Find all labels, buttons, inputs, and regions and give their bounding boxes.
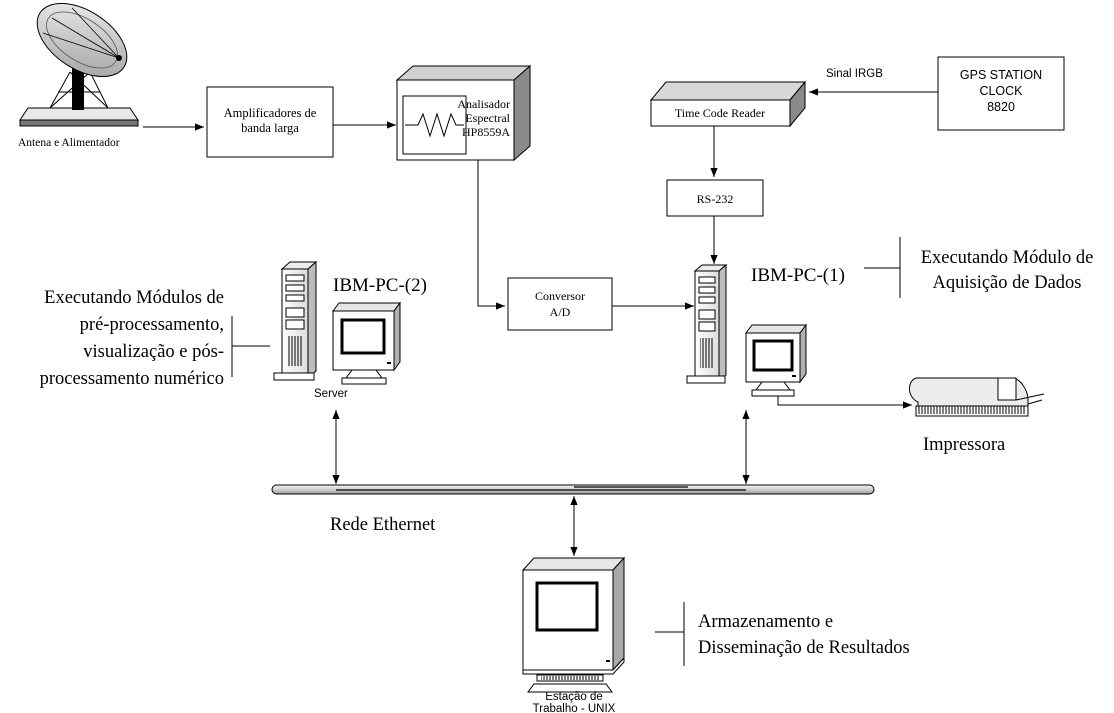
irgb-signal-label: Sinal IRGB xyxy=(826,68,883,80)
amplifier-box xyxy=(206,86,334,158)
analyzer-label-line3: HP8559A xyxy=(462,125,510,139)
gps-clock-line2: CLOCK xyxy=(979,84,1023,98)
pc2-tower-icon xyxy=(273,260,318,381)
antenna-icon xyxy=(19,2,139,127)
analyzer-label-line2: Espectral xyxy=(465,111,510,125)
pc2-note-line4: processamento numérico xyxy=(40,369,224,389)
gps-clock-line1: GPS STATION xyxy=(960,68,1042,82)
workstation-label-line1: Estação de xyxy=(545,691,603,703)
time-code-reader-label: Time Code Reader xyxy=(675,106,765,120)
workstation-note-line1: Armazenamento e xyxy=(698,612,833,632)
pc1-note-line1: Executando Módulo de xyxy=(921,248,1094,268)
pc1-monitor-icon xyxy=(745,323,807,397)
pc2-note-line1: Executando Módulos de xyxy=(44,288,224,308)
pc1-note-line2: Aquisição de Dados xyxy=(933,273,1082,293)
analyzer-to-converter-line xyxy=(477,160,505,310)
pc1-label: IBM-PC-(1) xyxy=(751,265,845,286)
amplifier-label-line1: Amplificadores de xyxy=(224,106,317,120)
antenna-label: Antena e Alimentador xyxy=(18,137,120,149)
rs232-box xyxy=(666,179,764,217)
workstation-icon xyxy=(521,556,626,693)
gps-clock-box xyxy=(937,56,1065,131)
spectrum-analyzer-device xyxy=(395,64,532,162)
network-label: Rede Ethernet xyxy=(330,515,436,535)
printer-icon xyxy=(909,377,1045,417)
pc1-tower-icon xyxy=(686,263,728,384)
pc2-label: IBM-PC-(2) xyxy=(333,275,427,296)
pc2-note-line3: visualização e pós- xyxy=(83,342,224,362)
converter-label-line2: A/D xyxy=(550,305,571,319)
pc2-note-line2: pré-processamento, xyxy=(80,315,224,335)
pc1-to-printer-arrow xyxy=(777,396,912,409)
converter-box xyxy=(507,277,613,331)
pc2-monitor-icon xyxy=(332,301,401,385)
amplifier-label-line2: banda larga xyxy=(241,121,299,135)
workstation-label-line2: Trabalho - UNIX xyxy=(533,703,616,713)
gps-clock-line3: 8820 xyxy=(987,100,1015,114)
workstation-note-line2: Disseminação de Resultados xyxy=(698,638,910,658)
rs232-label: RS-232 xyxy=(697,192,734,206)
converter-label-line1: Conversor xyxy=(535,289,585,303)
analyzer-label-line1: Analisador xyxy=(457,97,510,111)
server-label: Server xyxy=(314,388,348,400)
printer-label: Impressora xyxy=(923,435,1005,455)
time-code-reader-device xyxy=(649,80,807,128)
